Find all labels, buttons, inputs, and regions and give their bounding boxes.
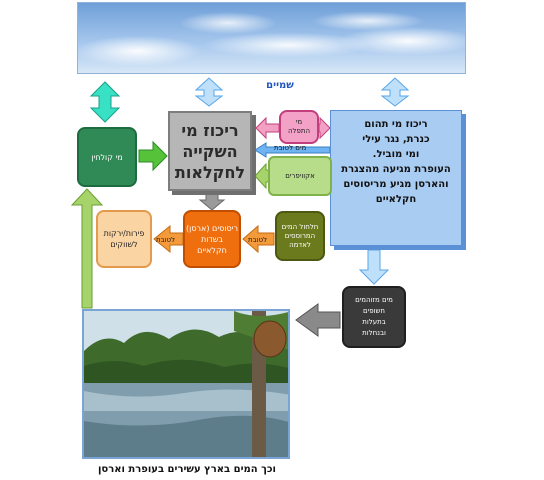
drilling-line-1: ריסוסים (ארסן)	[186, 223, 238, 233]
bigblue-line-3: ומי מוביל.	[372, 149, 420, 160]
node-aquifers: אקוויפרים	[268, 156, 332, 196]
drilling-line-3: חקלאיים	[197, 245, 227, 255]
bigblue-line-2: כנרת, נגר עילי	[362, 134, 430, 145]
arrow-bigblue-treated	[358, 249, 390, 285]
bigblue-line-1: ריכוז מי תהום	[364, 119, 428, 130]
bigblue-line-4: העופרת מגיעה מהצגרת	[341, 164, 451, 175]
sky-image	[77, 2, 466, 74]
node-produce: פירות/ירקות לשווקים	[96, 210, 152, 268]
center-line-1: ריכוז מי	[181, 120, 239, 140]
edge-label-to-produce: לטובת	[156, 236, 176, 244]
node-irrigation-center: ריכוז מי השקייה לחקלאות	[168, 111, 252, 191]
salt-line-3: לאדמה	[289, 240, 311, 249]
treated-line-4: ובנחלות	[362, 329, 386, 337]
edge-label-drinking: מים לטובת	[274, 144, 307, 152]
arrow-kolchin-center	[138, 140, 168, 172]
arrow-sky-bigblue	[380, 77, 410, 107]
sky-label: שמיים	[266, 80, 294, 91]
river-photo	[82, 309, 290, 459]
treated-line-2: חשופים	[362, 307, 386, 315]
center-line-2: השקייה	[182, 141, 238, 161]
arrow-salt-drilling	[242, 224, 275, 254]
salt-line-1: חלחול המים	[281, 222, 319, 231]
flood-line-1: מי	[295, 118, 303, 126]
node-kolchin-label: מי קולחין	[91, 152, 123, 162]
node-kolchin: מי קולחין	[77, 127, 137, 187]
edge-label-to-spraying: לטובת	[248, 236, 268, 244]
node-groundwater: ריכוז מי תהום כנרת, נגר עילי ומי מוביל. …	[330, 110, 462, 246]
drilling-line-2: בשדות	[200, 234, 224, 244]
node-seepage: חלחול המים המרוססים לאדמה	[275, 211, 325, 261]
aquifer-label: אקוויפרים	[285, 172, 315, 180]
fruits-line-2: לשווקים	[110, 240, 138, 249]
flood-line-2: התפלה	[287, 127, 311, 135]
bigblue-line-5: והארסן מגיע מריסוסים	[343, 179, 449, 190]
arrow-photo-kolchin	[70, 188, 104, 309]
center-line-3: לחקלאות	[174, 162, 246, 182]
fruits-line-1: פירות/ירקות	[103, 229, 145, 238]
arrow-drilling-fruits	[153, 224, 184, 254]
caption: וכך המים בארץ עשירים בעופרת וארסן	[97, 464, 276, 475]
arrow-treated-photo	[295, 303, 341, 337]
arrow-sky-center	[194, 77, 224, 107]
treated-line-3: בתעלות	[362, 318, 386, 326]
river-photo-illustration	[84, 311, 288, 457]
arrow-center-drilling	[198, 193, 226, 211]
arrow-sky-kolchin	[89, 81, 121, 123]
salt-line-2: המרוססים	[284, 231, 316, 240]
node-exposed-water: מים מזוהמים חשופים בתעלות ובנחלות	[342, 286, 406, 348]
treated-line-1: מים מזוהמים	[355, 296, 393, 304]
node-desalination: מי התפלה	[279, 110, 319, 144]
node-spraying: ריסוסים (ארסן) בשדות חקלאיים	[183, 210, 241, 268]
bigblue-line-6: חקלאיים	[375, 194, 417, 205]
